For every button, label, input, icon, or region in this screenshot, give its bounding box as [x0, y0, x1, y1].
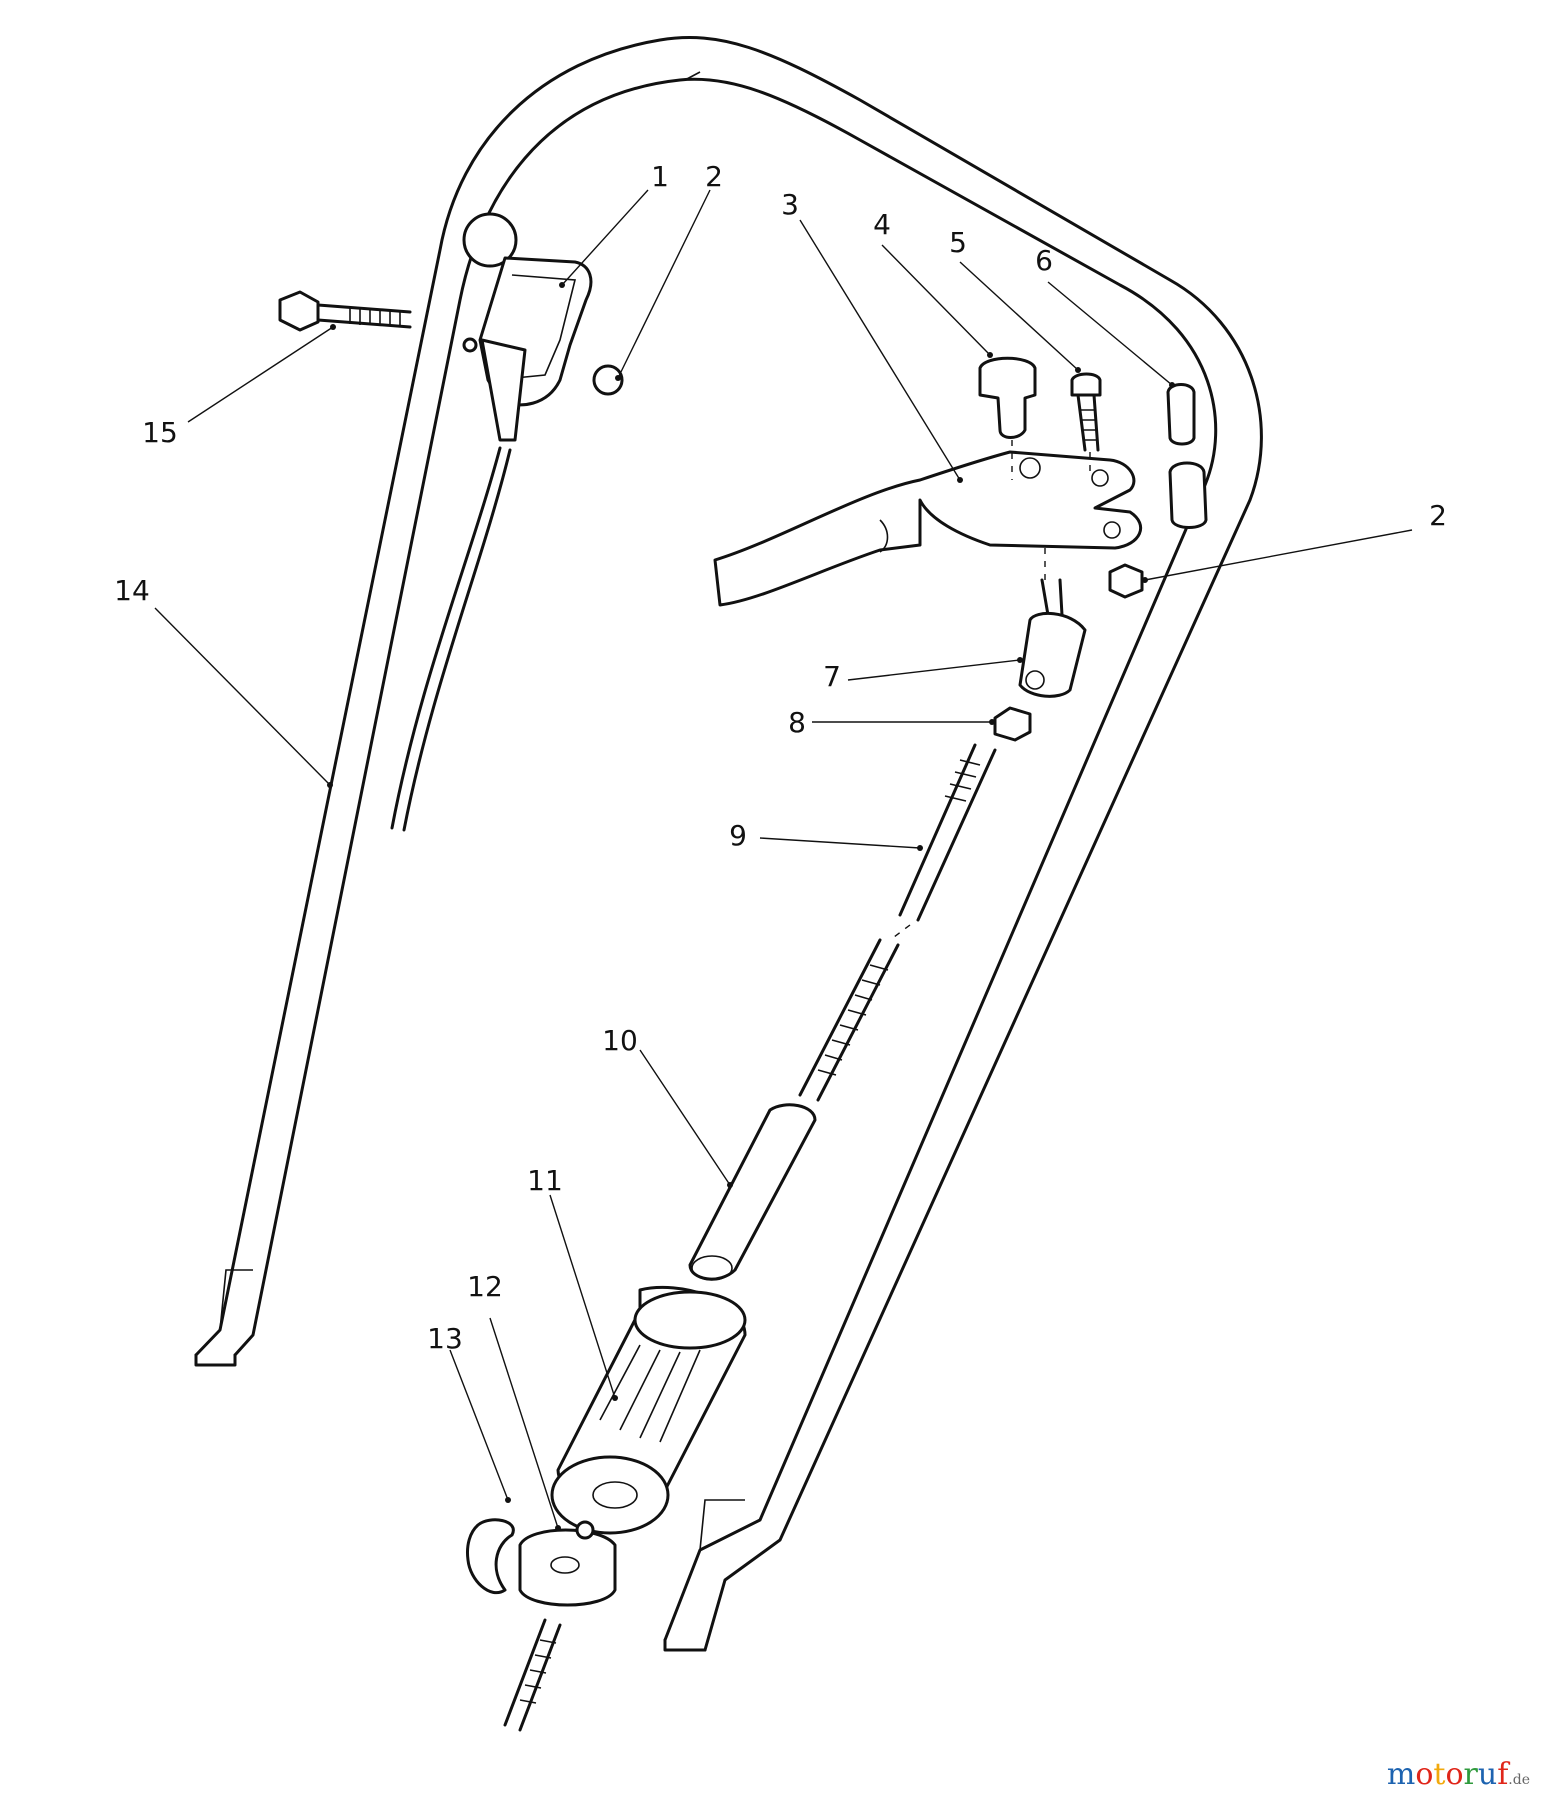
- assembly-line-9: [889, 924, 911, 941]
- callout-14: 14: [114, 574, 150, 607]
- callout-5: 5: [949, 226, 967, 259]
- watermark-letter: u: [1477, 1757, 1498, 1792]
- cap-12: [518, 1520, 617, 1607]
- callout-7: 7: [823, 660, 841, 693]
- watermark-letter: o: [1415, 1757, 1434, 1792]
- rod-9: [798, 743, 997, 1102]
- watermark-suffix: .de: [1508, 1772, 1530, 1788]
- clip-13: [466, 1518, 515, 1595]
- ball-joint-7: [1018, 578, 1087, 698]
- nut-8: [993, 706, 1032, 742]
- tube-10: [688, 1103, 817, 1281]
- callout-2-top: 2: [705, 160, 723, 193]
- watermark-letter: r: [1463, 1757, 1478, 1792]
- grip-11: [550, 1285, 747, 1535]
- callout-1: 1: [651, 160, 669, 193]
- spacer-6: [1166, 383, 1208, 529]
- nut-2-right: [1108, 563, 1144, 599]
- callout-2-right: 2: [1429, 499, 1447, 532]
- callout-9: 9: [729, 819, 747, 852]
- callout-11: 11: [527, 1164, 563, 1197]
- callout-12: 12: [467, 1270, 503, 1303]
- watermark-letter: f: [1497, 1757, 1509, 1792]
- control-lever: [390, 212, 624, 832]
- handle-frame: [194, 36, 1263, 1652]
- callout-4: 4: [873, 208, 891, 241]
- callout-3: 3: [781, 188, 799, 221]
- watermark-letter: o: [1445, 1757, 1464, 1792]
- bracket-3: [713, 450, 1143, 607]
- bolt-5: [1070, 372, 1102, 452]
- bolt-15: [278, 290, 412, 332]
- callout-10: 10: [602, 1024, 638, 1057]
- watermark-letter: t: [1433, 1757, 1446, 1792]
- watermark-letter: m: [1386, 1757, 1416, 1792]
- callout-15: 15: [142, 416, 178, 449]
- callout-6: 6: [1035, 244, 1053, 277]
- callout-13: 13: [427, 1322, 463, 1355]
- spring: [503, 1618, 562, 1732]
- watermark-logo: motoruf.de: [1387, 1757, 1530, 1792]
- leader-lines: [154, 189, 1413, 1531]
- pin-4: [978, 356, 1037, 439]
- callout-8: 8: [788, 706, 806, 739]
